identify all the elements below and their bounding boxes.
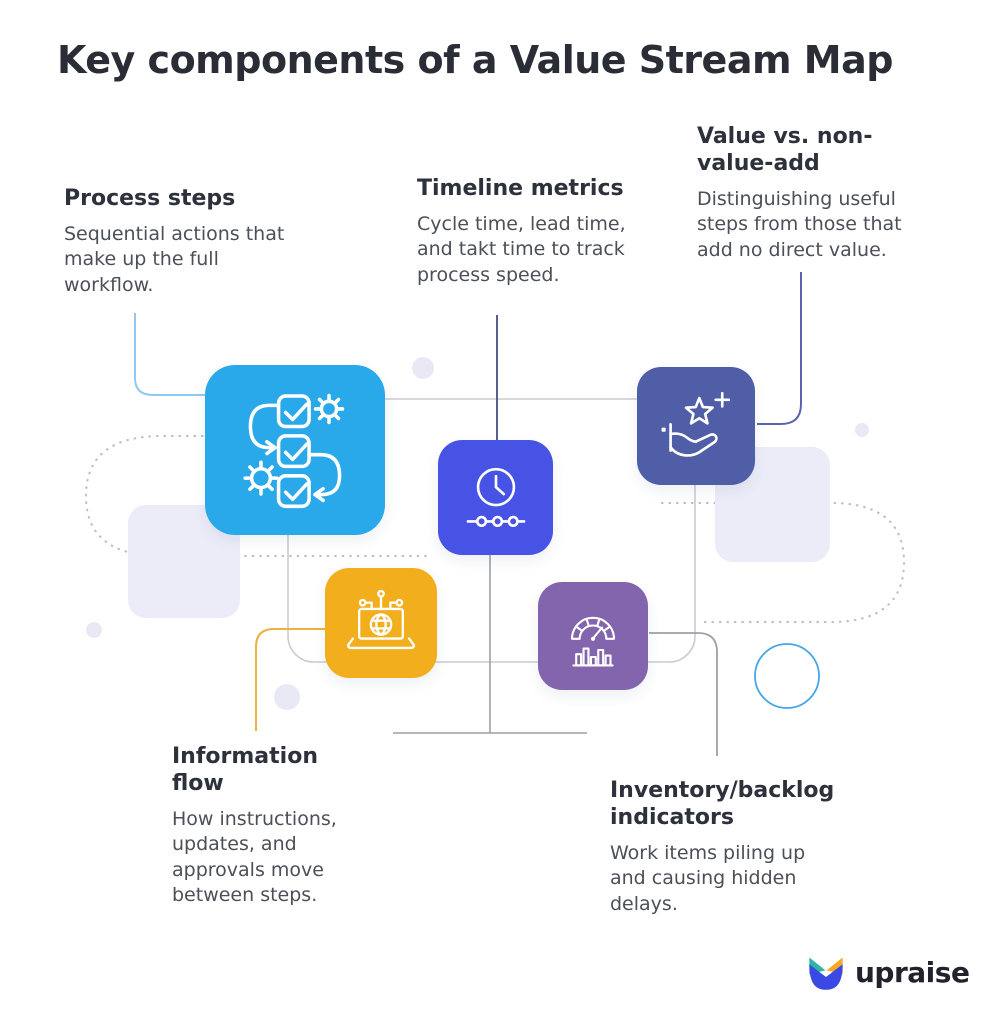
dotted-outline-left: [84, 434, 434, 558]
value-vs-non-value-add-heading: Value vs. non-value-add: [697, 124, 873, 176]
information-flow-connector: [255, 628, 325, 731]
dotted-outline-right: [660, 501, 906, 624]
information-flow-icon-card: [325, 568, 437, 678]
information-flow-body: How instructions, updates, and approvals…: [172, 807, 337, 907]
brand-logo: upraise: [806, 952, 970, 992]
circle-outline-accent: [754, 643, 820, 709]
process-steps-body: Sequential actions that make up the full…: [64, 222, 285, 296]
gauge-bars-icon: [570, 616, 616, 667]
inventory-backlog-icon-card: [538, 582, 648, 690]
inventory-connector: [649, 632, 718, 756]
brand-name: upraise: [855, 955, 970, 989]
process-steps-connector: [134, 313, 207, 396]
timeline-metrics-body: Cycle time, lead time, and takt time to …: [417, 212, 626, 286]
checklist-flow-icon: [243, 393, 345, 509]
inventory-backlog-label: Inventory/backlog indicators Work items …: [610, 778, 842, 917]
center-connector: [393, 555, 587, 734]
process-steps-icon-card: [205, 365, 385, 535]
timeline-metrics-icon-card: [438, 440, 553, 555]
process-steps-heading: Process steps: [64, 186, 236, 211]
timeline-metrics-label: Timeline metrics Cycle time, lead time, …: [417, 176, 663, 288]
upraise-mark-icon: [809, 957, 843, 990]
page-title: Key components of a Value Stream Map: [57, 38, 893, 82]
accent-dots: [86, 357, 869, 710]
process-steps-label: Process steps Sequential actions that ma…: [64, 186, 292, 298]
value-vs-non-value-add-label: Value vs. non-value-add Distinguishing u…: [697, 124, 903, 263]
hand-star-icon: [661, 391, 731, 457]
information-flow-heading: Information flow: [172, 744, 318, 796]
timeline-metrics-heading: Timeline metrics: [417, 176, 624, 201]
laptop-globe-icon: [346, 589, 416, 650]
value-vs-non-value-add-body: Distinguishing useful steps from those t…: [697, 187, 902, 261]
inventory-backlog-body: Work items piling up and causing hidden …: [610, 841, 806, 915]
clock-timeline-icon: [466, 467, 525, 527]
value-vs-non-value-add-icon-card: [637, 367, 755, 485]
inventory-backlog-heading: Inventory/backlog indicators: [610, 778, 835, 830]
value-connector: [757, 272, 802, 425]
information-flow-label: Information flow How instructions, updat…: [172, 744, 364, 908]
